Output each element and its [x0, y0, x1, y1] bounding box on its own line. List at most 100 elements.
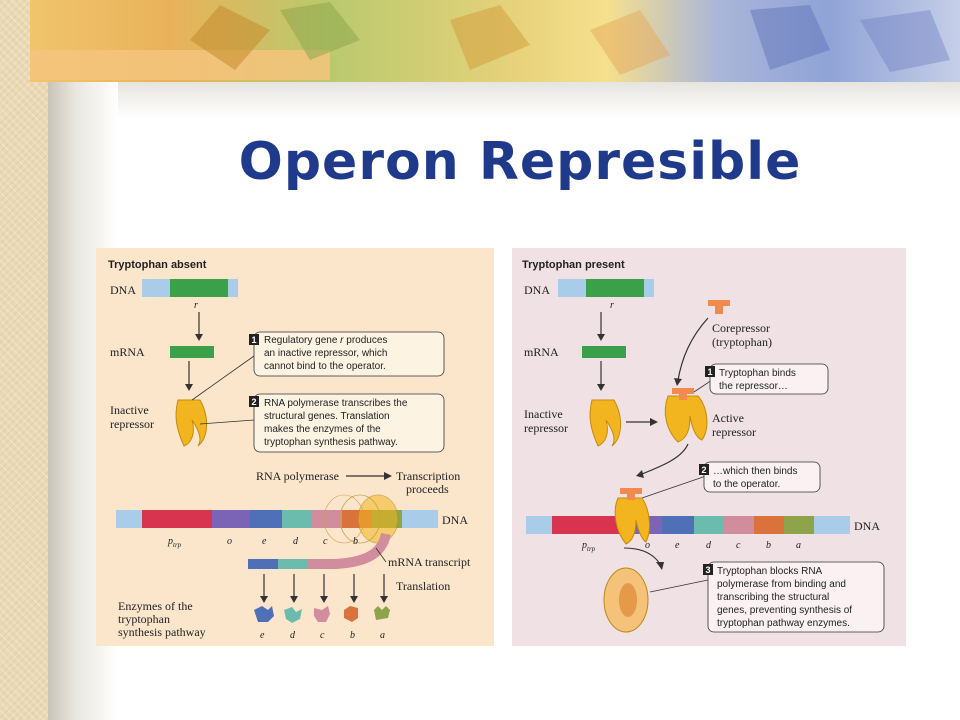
mrna-segment-e	[248, 559, 278, 569]
banner-fade	[118, 82, 960, 118]
mrna-strand	[582, 346, 626, 358]
enzymes-label-3: synthesis pathway	[118, 625, 206, 639]
operon-dna-flank-left	[526, 516, 552, 534]
gene-label-e: e	[262, 536, 267, 547]
banner-leaves	[190, 2, 950, 75]
callout-2-line-2: structural genes. Translation	[264, 411, 390, 422]
enzyme-label-d: d	[290, 630, 296, 641]
regulatory-gene	[170, 279, 228, 297]
corepressor-label-2: (tryptophan)	[712, 335, 772, 349]
operator	[212, 510, 250, 528]
active-label-1: Active	[712, 411, 744, 425]
gene-label-d: d	[706, 540, 712, 551]
gene-label-c: c	[736, 540, 741, 551]
gene-a	[784, 516, 814, 534]
inactive-label-1: Inactive	[524, 407, 563, 421]
active-repressor	[664, 395, 708, 443]
callout-2-line-3: makes the enzymes of the	[264, 424, 381, 435]
diagram-tryptophan-absent: Tryptophan absent DNA r mRNA Inactive re…	[108, 259, 471, 641]
mrna-segment-c	[308, 559, 338, 569]
operon-dna-flank-right	[402, 510, 438, 528]
gene-label-o: o	[645, 540, 650, 551]
step-3-number: 3	[706, 565, 711, 575]
gene-b	[754, 516, 784, 534]
operon-dna-label: DNA	[442, 513, 468, 527]
callout-box-3	[707, 561, 885, 633]
gene-e	[662, 516, 694, 534]
mrna-label: mRNA	[110, 345, 145, 359]
callout-2-line-2: to the operator.	[713, 479, 780, 490]
step-2-badge	[699, 464, 709, 475]
step-1-number: 1	[708, 367, 713, 377]
step-1-badge	[705, 366, 715, 377]
enzyme-a	[374, 606, 390, 620]
rna-polymerase-echo	[339, 494, 381, 544]
callout-3-line-2: polymerase from binding and	[717, 579, 846, 590]
panel-tryptophan-absent: Tryptophan absent DNA r mRNA Inactive re…	[96, 248, 494, 646]
promoter-label: ptrp	[581, 540, 596, 553]
banner-strip	[30, 50, 330, 80]
callout-box-1	[253, 331, 445, 377]
callout-2-line-4: tryptophan synthesis pathway.	[264, 437, 398, 448]
transcription-label-2: proceeds	[406, 482, 449, 496]
inactive-label-2: repressor	[524, 421, 568, 435]
mrna-pointer	[375, 547, 387, 563]
enzyme-b	[344, 606, 358, 622]
arrowhead	[384, 472, 392, 480]
enzyme-d	[284, 607, 302, 623]
gene-label-b: b	[353, 536, 358, 547]
callout-box-1	[709, 363, 829, 395]
translation-label: Translation	[396, 579, 450, 593]
arrow-to-operator	[641, 443, 689, 475]
promoter	[552, 516, 622, 534]
arrow-corepressor	[677, 317, 709, 381]
gene-d	[282, 510, 312, 528]
enzyme-label-a: a	[380, 630, 385, 641]
callout-1-line-2: the repressor…	[719, 381, 788, 392]
enzyme-label-b: b	[350, 630, 355, 641]
mrna-segment-d	[278, 559, 308, 569]
inactive-repressor	[175, 399, 207, 447]
callout-1-line-3: cannot bind to the operator.	[264, 361, 386, 372]
step-1-number: 1	[252, 335, 257, 345]
panel-heading: Tryptophan absent	[108, 259, 207, 271]
callout-pointer	[191, 355, 255, 401]
promoter	[142, 510, 212, 528]
step-2-number: 2	[252, 397, 257, 407]
enzyme-c	[314, 606, 330, 622]
paper-texture-strip	[0, 0, 48, 720]
callout-3-line-4: genes, preventing synthesis of	[717, 605, 852, 616]
gene-label-c: c	[323, 536, 328, 547]
arrowhead	[597, 334, 605, 341]
enzymes-label-1: Enzymes of the	[118, 599, 193, 613]
callout-1-line-2: an inactive repressor, which	[264, 348, 387, 359]
enzyme-label-c: c	[320, 630, 325, 641]
operon-dna-label: DNA	[854, 519, 880, 533]
translation-arrowheads	[260, 596, 388, 603]
mrna-label: mRNA	[524, 345, 559, 359]
arrowhead	[636, 470, 644, 478]
dna-label: DNA	[524, 283, 550, 297]
callout-1-line-1: Regulatory gene r produces	[264, 335, 387, 346]
callout-1-line-1: Tryptophan binds	[719, 368, 796, 379]
callout-pointer	[199, 419, 255, 425]
diagram-tryptophan-present: Tryptophan present DNA r mRNA Inactive r…	[522, 259, 885, 633]
callout-box-2	[703, 461, 821, 493]
mrna-strand	[170, 346, 214, 358]
gene-label-d: d	[293, 536, 299, 547]
active-label-2: repressor	[712, 425, 756, 439]
callout-3-line-1: Tryptophan blocks RNA	[717, 566, 823, 577]
step-1-badge	[249, 334, 259, 345]
mrna-transcript-label: mRNA transcript	[388, 555, 471, 569]
operon-dna-flank-left	[116, 510, 142, 528]
callout-3-line-3: transcribing the structural	[717, 592, 829, 603]
arrowhead	[650, 418, 658, 426]
rna-polymerase-label: RNA polymerase	[256, 469, 339, 483]
gene-d	[694, 516, 724, 534]
arrowhead	[185, 384, 193, 391]
bound-repressor	[614, 497, 650, 545]
arrowhead	[656, 562, 664, 570]
mrna-transcript-curve	[335, 532, 391, 569]
arrowhead	[674, 378, 682, 386]
callout-pointer	[693, 379, 713, 393]
